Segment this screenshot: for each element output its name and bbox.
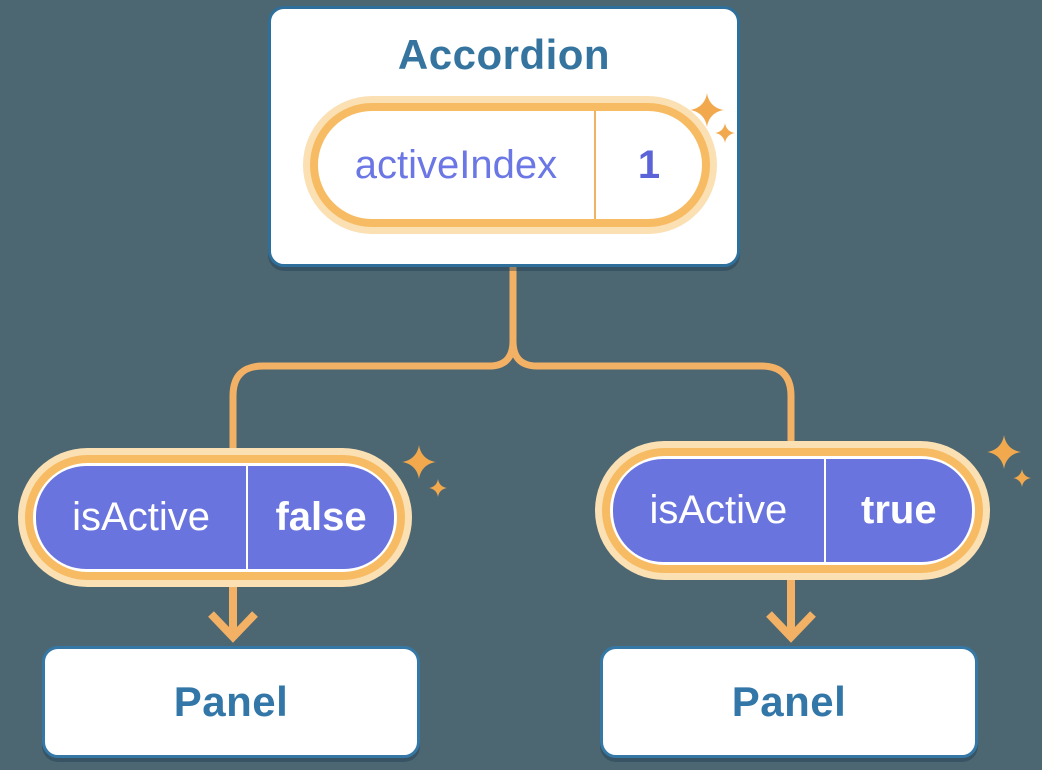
state-pill-value: 1 [637,142,661,187]
sparkle-icon [402,445,436,479]
prop-pill-right-divider [823,459,826,562]
panel-right-title: Panel [731,678,847,725]
accordion-title: Accordion [397,31,611,78]
sparkle-icon [429,479,447,497]
prop-pill-left: isActive false [25,455,405,580]
prop-pill-right-name: isActive [649,488,788,532]
prop-pill-left-divider [246,466,249,569]
sparkle-icon [987,435,1021,469]
panel-right: Panel [600,646,978,758]
prop-pill-left-value: false [275,495,367,539]
connector-branch-right [509,265,795,452]
state-pill: activeIndex 1 [310,103,710,227]
sparkle-icon [1013,469,1031,487]
connector-branch-left [229,265,517,460]
state-pill-divider [593,111,596,219]
panel-left-title: Panel [173,678,289,725]
prop-pill-right: isActive true [602,448,983,573]
state-pill-name: activeIndex [354,142,558,187]
prop-pill-right-value: true [861,488,937,532]
arrow-left-head [208,611,258,643]
panel-left: Panel [42,646,420,758]
prop-pill-left-name: isActive [72,495,210,539]
arrow-right-head [766,611,816,643]
